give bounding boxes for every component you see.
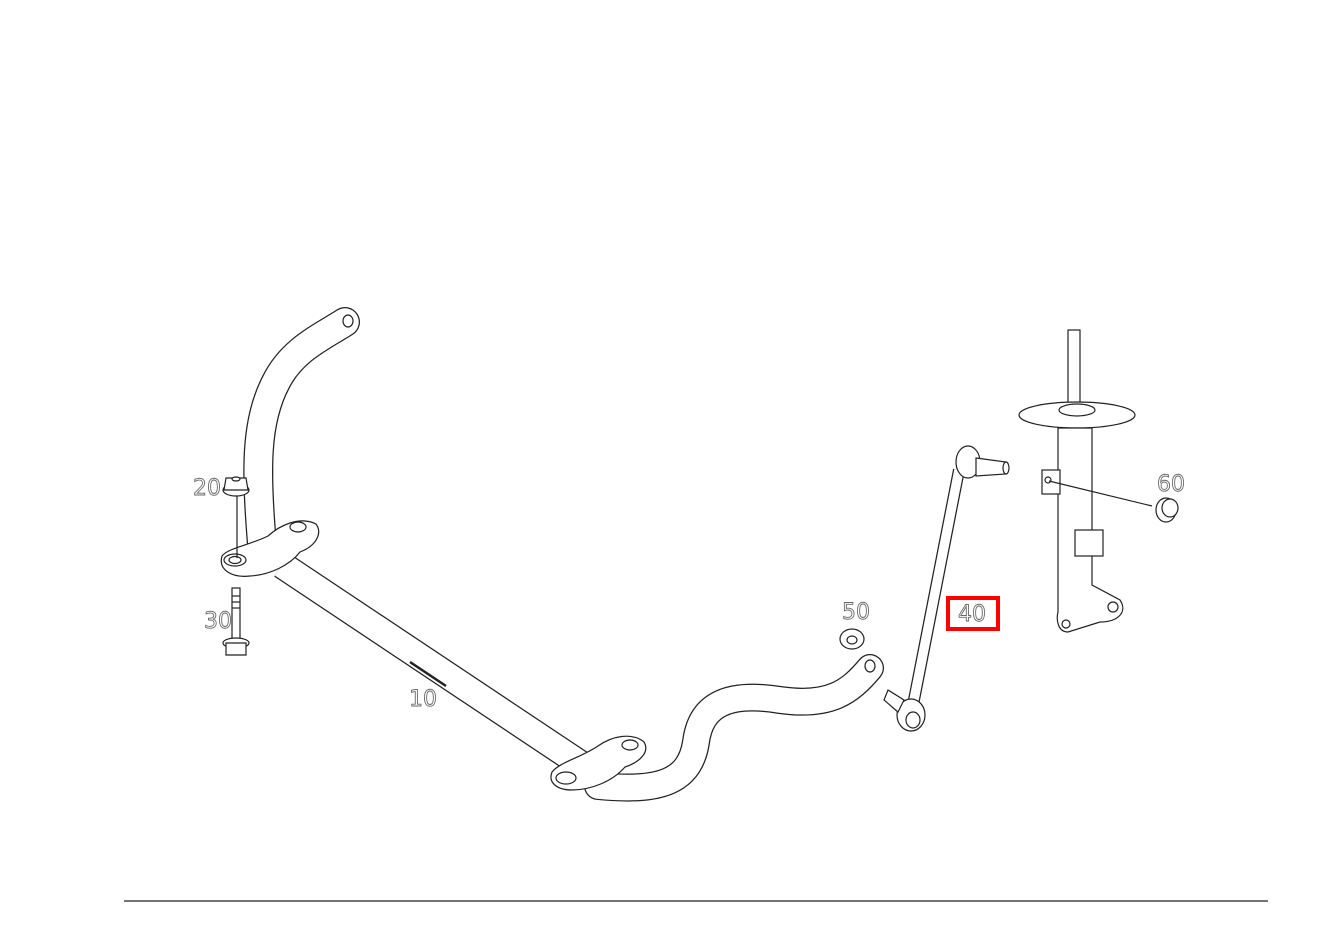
- nut-50[interactable]: [839, 628, 865, 650]
- callout-10[interactable]: 10: [409, 687, 438, 713]
- callout-30[interactable]: 30: [204, 609, 233, 635]
- stabilizer-bar[interactable]: [220, 307, 884, 802]
- highlight-box: [946, 596, 1000, 631]
- link-rod-40[interactable]: [883, 445, 1010, 732]
- nut-60[interactable]: [1155, 497, 1179, 523]
- bolt-30[interactable]: [222, 587, 250, 656]
- nut-20[interactable]: [222, 476, 250, 558]
- callout-20[interactable]: 20: [193, 476, 222, 502]
- strut-assembly: [1018, 329, 1153, 633]
- callout-60[interactable]: 60: [1157, 472, 1186, 498]
- callout-50[interactable]: 50: [842, 600, 871, 626]
- callout-40[interactable]: 40: [958, 602, 987, 628]
